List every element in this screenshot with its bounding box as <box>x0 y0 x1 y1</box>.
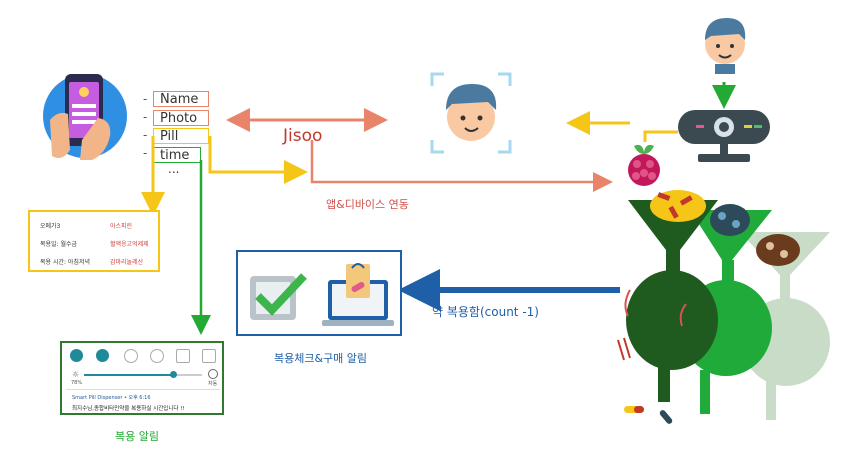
notify-label: 복용 알림 <box>115 430 159 443</box>
person-icon <box>705 18 746 74</box>
raspberry-pi-icon <box>628 144 660 186</box>
dash: - <box>143 110 148 124</box>
more-fields: ... <box>168 162 180 176</box>
card-row-3-right: 감마리놀레산 <box>110 259 144 266</box>
card-row-2-right: 혈액응고억제제 <box>110 241 149 248</box>
dash: - <box>143 92 148 106</box>
rotate-icon[interactable] <box>176 349 190 363</box>
auto-brightness-toggle[interactable] <box>208 369 218 379</box>
smartphone-hand-icon <box>43 74 127 160</box>
pill-dispenser-illustration <box>617 190 830 424</box>
dnd-icon[interactable] <box>150 349 164 363</box>
card-row-3-left: 복용 시간: 아침저녁 <box>40 259 90 266</box>
mute-icon[interactable] <box>96 349 109 362</box>
photo-field: Photo <box>153 110 209 126</box>
auto-label: 자동 <box>208 381 218 387</box>
notification-message: 최지수님,종합비타민약을 복용하실 시간입니다 !! <box>72 406 185 412</box>
laptop-shopping-icon <box>322 263 394 326</box>
pill-arrow <box>208 136 308 184</box>
check-label: 복용체크&구매 알림 <box>274 352 368 365</box>
brightness-slider[interactable] <box>84 371 202 378</box>
pill-info-card: 오메가3 아스피린 복용일: 월수금 혈액응고억제제 복용 시간: 아침저녁 감… <box>28 210 160 272</box>
webcam-icon <box>678 110 770 162</box>
dash: - <box>143 146 148 160</box>
pi-camera-link <box>643 130 678 142</box>
device-sync-arrow <box>310 140 613 192</box>
brightness-icon: ☼ <box>72 370 80 379</box>
sync-label: 앱&디바이스 연동 <box>326 198 409 211</box>
checkbox-icon <box>250 273 307 320</box>
bluetooth-icon[interactable] <box>124 349 138 363</box>
face-icon <box>430 72 512 154</box>
take-label: 약 복용함(count -1) <box>432 305 539 319</box>
notification-panel: ☼ 78% 자동 Smart Pill Dispenser • 오후 6:16 … <box>60 341 224 415</box>
app-line: Smart Pill Dispenser • 오후 6:16 <box>72 395 151 401</box>
center-label: Jisoo <box>283 126 323 146</box>
card-row-2-left: 복용일: 월수금 <box>40 241 78 248</box>
dash: - <box>143 128 148 142</box>
card-row-1-left: 오메가3 <box>40 223 61 230</box>
name-field: Name <box>153 91 209 107</box>
card-row-1-right: 아스피린 <box>110 223 133 230</box>
wifi-icon[interactable] <box>70 349 83 362</box>
check-purchase-box <box>236 250 402 336</box>
brightness-value: 78% <box>71 380 83 386</box>
airplane-icon[interactable] <box>202 349 216 363</box>
